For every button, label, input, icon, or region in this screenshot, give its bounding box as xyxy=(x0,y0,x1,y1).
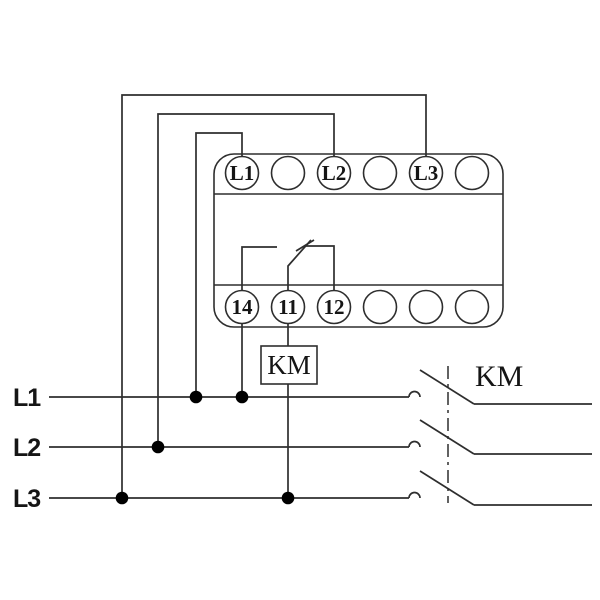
relay-top-terminal-row: L1 L2 L3 xyxy=(224,155,490,191)
pole-1-blade xyxy=(419,369,475,405)
terminal-top-spare-3-circle xyxy=(454,155,490,191)
junction-dot xyxy=(151,440,165,454)
terminal-l1-circle xyxy=(224,155,260,191)
contactor-label: KM xyxy=(475,360,523,393)
relay-socket: L1 L2 L3 14 11 12 xyxy=(213,153,504,328)
coil-km: KM xyxy=(260,345,318,385)
terminal-11-label: 11 xyxy=(278,295,298,319)
terminal-14-label: 14 xyxy=(232,295,254,319)
terminal-top-spare-1-circle xyxy=(270,155,306,191)
contactor-pole-3 xyxy=(408,470,592,506)
phase-l2: L2 xyxy=(13,434,409,462)
phase-l1-label: L1 xyxy=(13,384,41,412)
terminal-l2-label: L2 xyxy=(322,161,347,185)
coil-label: KM xyxy=(267,350,311,380)
terminal-bottom-spare-1-circle xyxy=(362,289,398,325)
terminal-l3-circle xyxy=(408,155,444,191)
contact-blade-tick xyxy=(295,239,315,252)
pole-3-blade xyxy=(419,470,475,506)
pole-1-contact-bump xyxy=(408,390,421,398)
terminal-bottom-spare-2-circle xyxy=(408,289,444,325)
terminal-top-spare-2-circle xyxy=(362,155,398,191)
terminal-l3-label: L3 xyxy=(414,161,439,185)
pole-2-contact-bump xyxy=(408,440,421,448)
terminal-bottom-spare-3-circle xyxy=(454,289,490,325)
contact-14-lead xyxy=(241,246,277,291)
contactor-pole-1 xyxy=(408,369,592,405)
contactor-pole-2 xyxy=(408,419,592,455)
pole-2-blade xyxy=(419,419,475,455)
junction-dot xyxy=(115,491,129,505)
junction-dot xyxy=(281,491,295,505)
contact-common-blade xyxy=(287,239,312,291)
relay-body xyxy=(213,153,504,328)
phase-l2-label: L2 xyxy=(13,434,40,462)
terminal-l2-circle xyxy=(316,155,352,191)
relay-internal-contact xyxy=(241,239,335,291)
terminal-12-circle xyxy=(316,289,352,325)
phase-l3: L3 xyxy=(13,485,409,513)
contactor-km: KM xyxy=(408,360,592,506)
wire-phase-l3-to-terminal-l3 xyxy=(121,94,427,498)
contact-12-lead xyxy=(306,245,335,291)
junction-dot xyxy=(235,390,249,404)
phase-l3-label: L3 xyxy=(13,485,40,513)
wire-phase-l2-to-terminal-l2 xyxy=(157,113,335,447)
pole-3-contact-bump xyxy=(408,491,421,499)
junction-dot xyxy=(189,390,203,404)
terminal-12-label: 12 xyxy=(324,295,345,319)
terminal-l1-label: L1 xyxy=(230,161,255,185)
coil-box xyxy=(260,345,318,385)
wire-phase-l1-to-terminal-l1 xyxy=(195,132,243,397)
phase-l1: L1 xyxy=(13,384,409,412)
relay-bottom-terminal-row: 14 11 12 xyxy=(224,289,490,325)
